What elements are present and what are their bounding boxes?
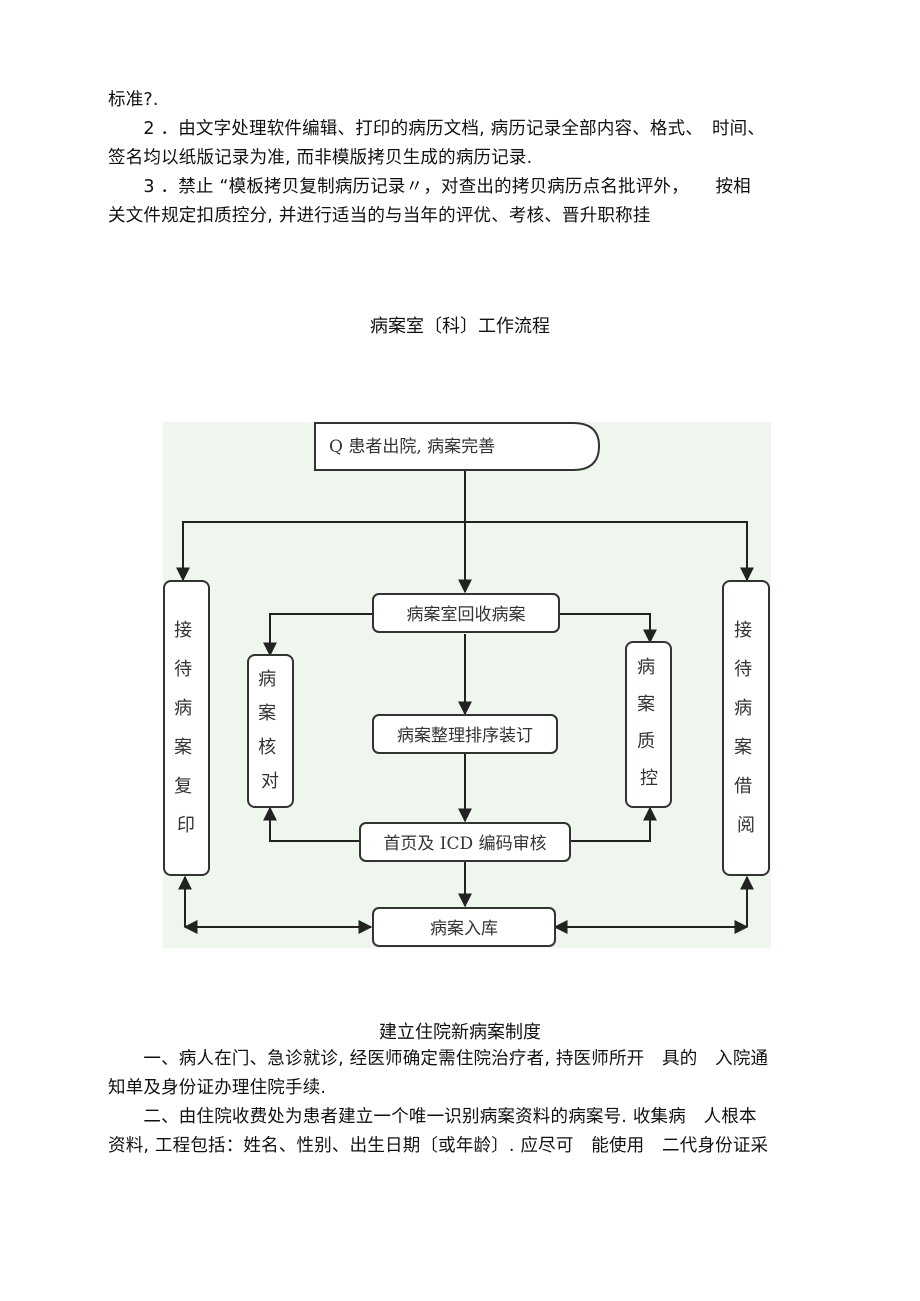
left-inner-char: 核: [258, 737, 276, 758]
right-outer-char: 接: [734, 620, 752, 641]
right-inner-char: 病: [637, 657, 655, 678]
paragraph-line: 二、由住院收费处为患者建立一个唯一识别病案资料的病案号. 收集病 人根本: [108, 1107, 757, 1127]
storage-node-label: 病案入库: [430, 919, 498, 939]
svg-text:病 案 质 控: 病 案 质 控: [637, 657, 661, 789]
start-node-label: Q 患者出院, 病案完善: [329, 437, 495, 457]
right-outer-char: 病: [734, 698, 752, 719]
recover-node-label: 病案室回收病案: [407, 605, 526, 625]
paragraph-line: 资料, 工程包括：姓名、性别、出生日期〔或年龄〕. 应尽可 能使用 二代身份证采: [108, 1136, 769, 1156]
left-outer-node: 接 待 病 案 复 印: [163, 580, 210, 876]
right-inner-char: 质: [637, 731, 655, 752]
paragraph-line: 标准?.: [108, 90, 159, 110]
left-inner-node: 病 案 核 对: [247, 654, 294, 808]
workflow-flowchart: Q 患者出院, 病案完善 病案室回收病案 病案整理排序装订 首页及 ICD 编码…: [163, 422, 771, 948]
paragraph-line: 签名均以纸版记录为准, 而非模版拷贝生成的病历记录.: [108, 148, 533, 168]
left-outer-char: 待: [174, 659, 192, 680]
paragraph-line: 3 ．禁止 “模板拷贝复制病历记录〃，对查出的拷贝病历点名批评外， 按相: [108, 177, 751, 197]
left-inner-char: 案: [258, 703, 276, 724]
flowchart-title: 病案室〔科〕工作流程: [370, 316, 550, 337]
right-inner-char: 案: [637, 694, 655, 715]
right-outer-char: 阅: [737, 815, 755, 836]
left-inner-char: 病: [258, 669, 276, 690]
icd-node: 首页及 ICD 编码审核: [359, 822, 571, 862]
paragraph-line: 一、病人在门、急诊就诊, 经医师确定需住院治疗者, 持医师所开 具的 入院通: [108, 1049, 769, 1069]
left-outer-char: 印: [177, 815, 195, 836]
left-outer-char: 病: [174, 698, 192, 719]
left-outer-char: 复: [174, 776, 192, 797]
right-inner-node: 病 案 质 控: [625, 641, 672, 808]
arrange-node: 病案整理排序装订: [372, 714, 558, 754]
paragraph-line: 知单及身份证办理住院手续.: [108, 1078, 327, 1098]
right-inner-char: 控: [640, 768, 658, 789]
paragraph-line: 关文件规定扣质控分, 并进行适当的与当年的评优、考核、晋升职称挂: [108, 206, 651, 226]
left-outer-char: 案: [174, 737, 192, 758]
recover-node: 病案室回收病案: [372, 593, 560, 633]
section-title: 建立住院新病案制度: [379, 1022, 541, 1043]
right-outer-node: 接 待 病 案 借 阅: [722, 580, 770, 876]
start-node: Q 患者出院, 病案完善: [314, 422, 601, 471]
right-outer-char: 待: [734, 659, 752, 680]
paragraph-line: 2 ．由文字处理软件编辑、打印的病历文档, 病历记录全部内容、格式、 时间、: [108, 119, 766, 139]
svg-text:接 待 病 案: 接 待 病 案 借 阅: [734, 620, 758, 836]
left-outer-char: 接: [174, 620, 192, 641]
svg-text:接 待 病 案: 接 待 病 案 复 印: [174, 620, 198, 836]
icd-node-label: 首页及 ICD 编码审核: [383, 834, 546, 854]
right-outer-char: 案: [734, 737, 752, 758]
storage-node: 病案入库: [372, 907, 556, 947]
left-inner-char: 对: [261, 771, 279, 792]
svg-text:病 案 核 对: 病 案 核 对: [258, 669, 282, 792]
arrange-node-label: 病案整理排序装订: [397, 726, 533, 746]
right-outer-char: 借: [734, 776, 752, 797]
